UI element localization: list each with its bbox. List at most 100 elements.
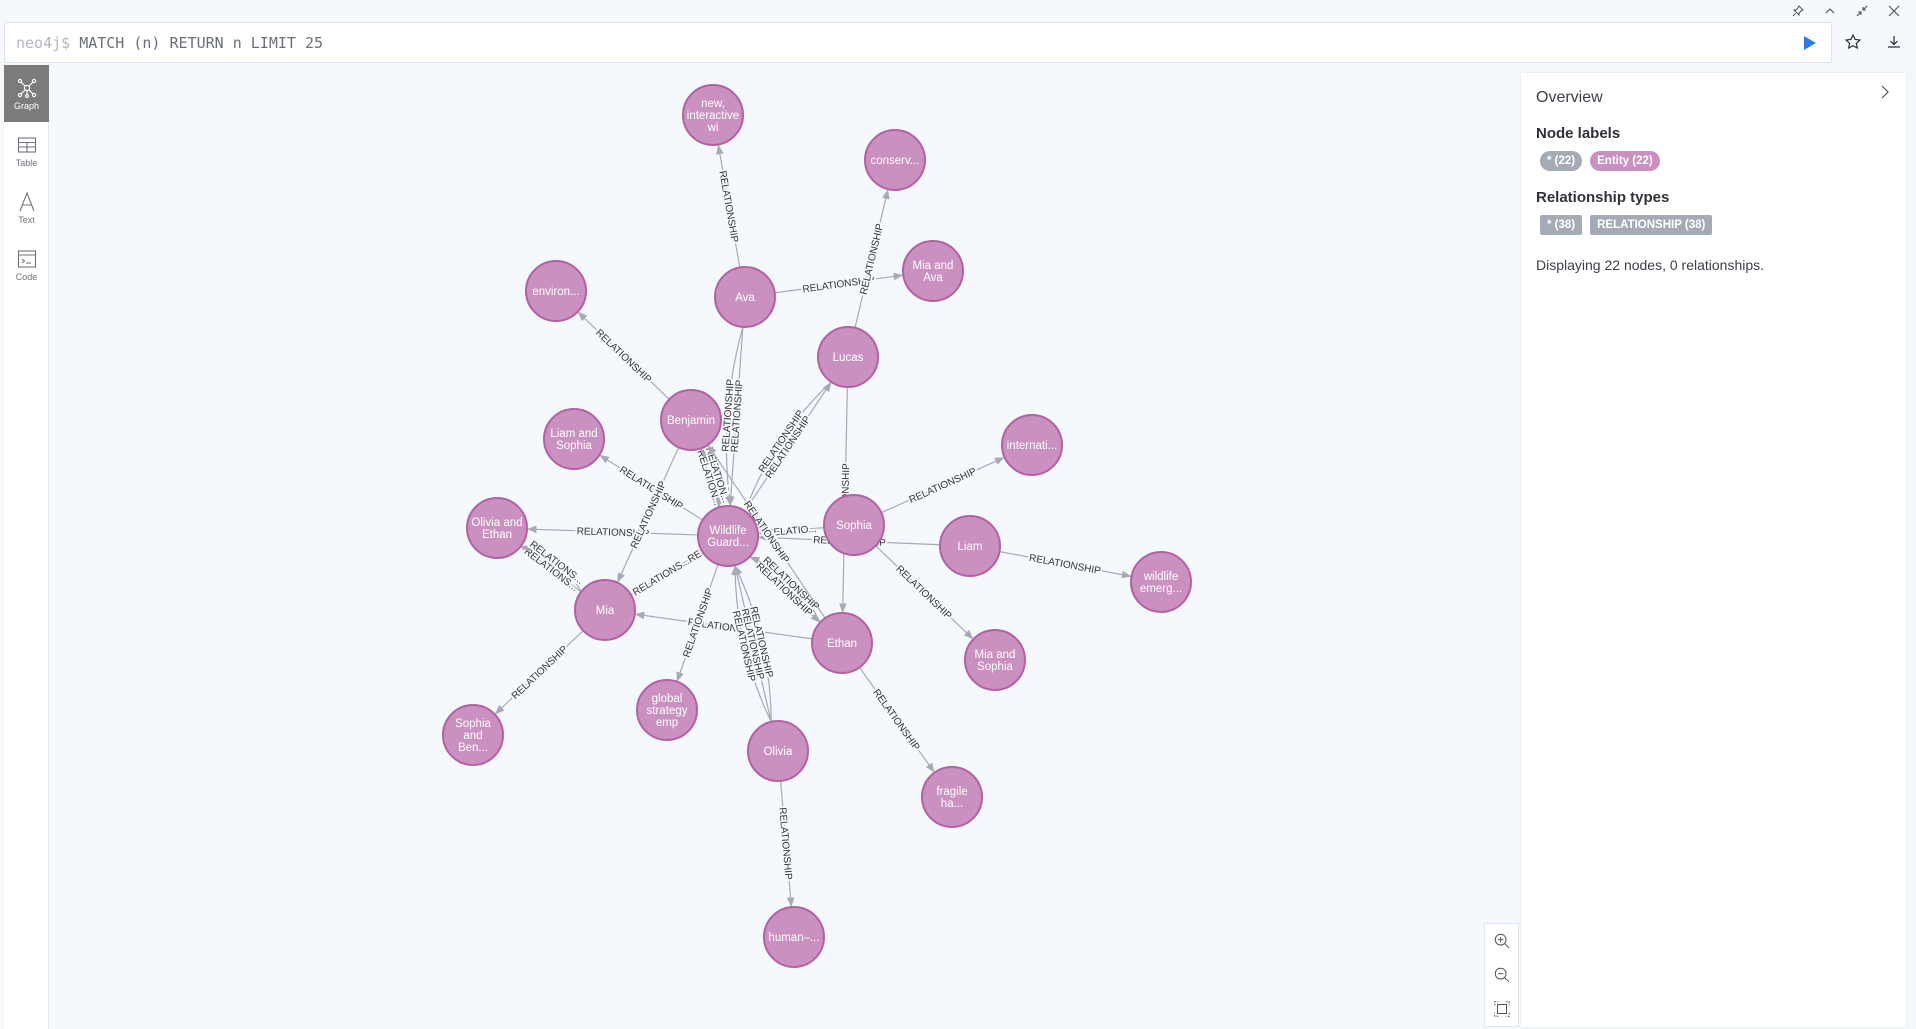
play-icon[interactable]: [1799, 33, 1819, 53]
relationship-edge[interactable]: [577, 311, 670, 400]
relationship-edge[interactable]: [999, 550, 1132, 579]
node-circle[interactable]: [1001, 414, 1063, 476]
query-input[interactable]: MATCH (n) RETURN n LIMIT 25: [79, 33, 324, 52]
zoom-out-icon[interactable]: [1492, 965, 1512, 985]
sidebar-item-table[interactable]: Table: [4, 122, 49, 179]
graph-node[interactable]: Olivia: [747, 720, 809, 782]
relationship-edge[interactable]: [699, 448, 725, 508]
node-label-chip-entity[interactable]: Entity (22): [1590, 151, 1660, 171]
relationship-edge[interactable]: [630, 550, 703, 595]
relationship-edge[interactable]: [634, 611, 813, 640]
node-circle[interactable]: [466, 497, 528, 559]
node-circle[interactable]: [543, 408, 605, 470]
node-circle[interactable]: [697, 505, 759, 567]
node-circle[interactable]: [636, 679, 698, 741]
pin-icon[interactable]: [1782, 2, 1814, 20]
relationship-edge[interactable]: [676, 564, 719, 682]
sidebar-item-code[interactable]: Code: [4, 236, 49, 293]
node-circle[interactable]: [864, 129, 926, 191]
graph-node[interactable]: Sophia: [823, 494, 885, 556]
graph-node[interactable]: WildlifeGuard...: [697, 505, 759, 567]
graph-svg[interactable]: RELATIONSHIPRELATIONSHIPRELATIONSHIPRELA…: [50, 63, 1520, 1029]
node-circle[interactable]: [574, 579, 636, 641]
node-circle[interactable]: [660, 389, 722, 451]
relationship-edge[interactable]: [757, 527, 825, 537]
sidebar-item-graph[interactable]: Graph: [4, 65, 49, 122]
edge-label: RELATIONSHIP: [776, 807, 793, 881]
node-caption: interactive: [687, 110, 739, 122]
graph-node[interactable]: Benjamin: [660, 389, 722, 451]
graph-node[interactable]: fragileha...: [921, 766, 983, 828]
graph-node[interactable]: human–...: [763, 906, 825, 968]
node-circle[interactable]: [442, 704, 504, 766]
query-prompt: neo4j$: [16, 33, 71, 52]
relationship-edge[interactable]: [527, 525, 699, 536]
star-icon[interactable]: [1843, 32, 1863, 52]
node-circle[interactable]: [1130, 551, 1192, 613]
relationship-edge[interactable]: [854, 189, 890, 328]
node-circle[interactable]: [902, 240, 964, 302]
graph-node[interactable]: Ava: [714, 266, 776, 328]
relationship-edge[interactable]: [726, 326, 744, 507]
graph-node[interactable]: SophiaandBen...: [442, 704, 504, 766]
graph-node[interactable]: Liam: [939, 515, 1001, 577]
relationship-chip-relationship[interactable]: RELATIONSHIP (38): [1590, 215, 1713, 235]
node-label-chip-all[interactable]: * (22): [1540, 151, 1583, 171]
node-circle[interactable]: [682, 84, 744, 146]
graph-node[interactable]: Ethan: [811, 612, 873, 674]
relationship-edge[interactable]: [733, 565, 772, 722]
graph-node[interactable]: internati...: [1001, 414, 1063, 476]
relationship-edge[interactable]: [858, 667, 935, 773]
relationship-edge[interactable]: [881, 457, 1005, 514]
graph-node[interactable]: Mia: [574, 579, 636, 641]
graph-node[interactable]: wildlifeemerg...: [1130, 551, 1192, 613]
graph-node[interactable]: conserv...: [864, 129, 926, 191]
sidebar-item-text[interactable]: Text: [4, 179, 49, 236]
relationship-edge[interactable]: [731, 565, 772, 723]
node-circle[interactable]: [939, 515, 1001, 577]
relationship-edge[interactable]: [779, 780, 795, 908]
query-editor[interactable]: neo4j$ MATCH (n) RETURN n LIMIT 25: [4, 22, 1832, 63]
node-circle[interactable]: [714, 266, 776, 328]
relationship-edge[interactable]: [774, 272, 904, 294]
node-circle[interactable]: [964, 629, 1026, 691]
relationship-edge[interactable]: [734, 565, 772, 722]
relationship-edge[interactable]: [875, 545, 974, 640]
graph-node[interactable]: Lucas: [817, 326, 879, 388]
relationship-edge[interactable]: [749, 556, 821, 623]
relationship-edge[interactable]: [494, 630, 584, 715]
node-circle[interactable]: [811, 612, 873, 674]
chevron-right-icon[interactable]: [1878, 83, 1892, 101]
download-icon[interactable]: [1884, 32, 1904, 52]
relationship-edge[interactable]: [716, 144, 741, 268]
node-circle[interactable]: [817, 326, 879, 388]
node-labels-list: * (22) Entity (22): [1536, 151, 1891, 171]
node-circle[interactable]: [823, 494, 885, 556]
graph-node[interactable]: environ...: [525, 260, 587, 322]
shrink-icon[interactable]: [1846, 2, 1878, 20]
panel-title: Overview: [1536, 89, 1603, 106]
collapse-icon[interactable]: [1814, 2, 1846, 20]
relationship-edge[interactable]: [725, 326, 744, 507]
node-circle[interactable]: [525, 260, 587, 322]
relationship-edge[interactable]: [707, 444, 826, 619]
node-circle[interactable]: [921, 766, 983, 828]
relationship-edge[interactable]: [617, 447, 680, 583]
close-icon[interactable]: [1878, 2, 1910, 20]
node-circle[interactable]: [763, 906, 825, 968]
relationship-edge[interactable]: [599, 455, 703, 521]
zoom-in-icon[interactable]: [1492, 931, 1512, 951]
relationship-chip-all[interactable]: * (38): [1540, 215, 1583, 235]
relationship-edge[interactable]: [744, 381, 832, 512]
fit-to-screen-icon[interactable]: [1492, 999, 1512, 1019]
node-circle[interactable]: [747, 720, 809, 782]
relationship-edge[interactable]: [744, 381, 832, 512]
relationship-edge[interactable]: [520, 544, 582, 593]
